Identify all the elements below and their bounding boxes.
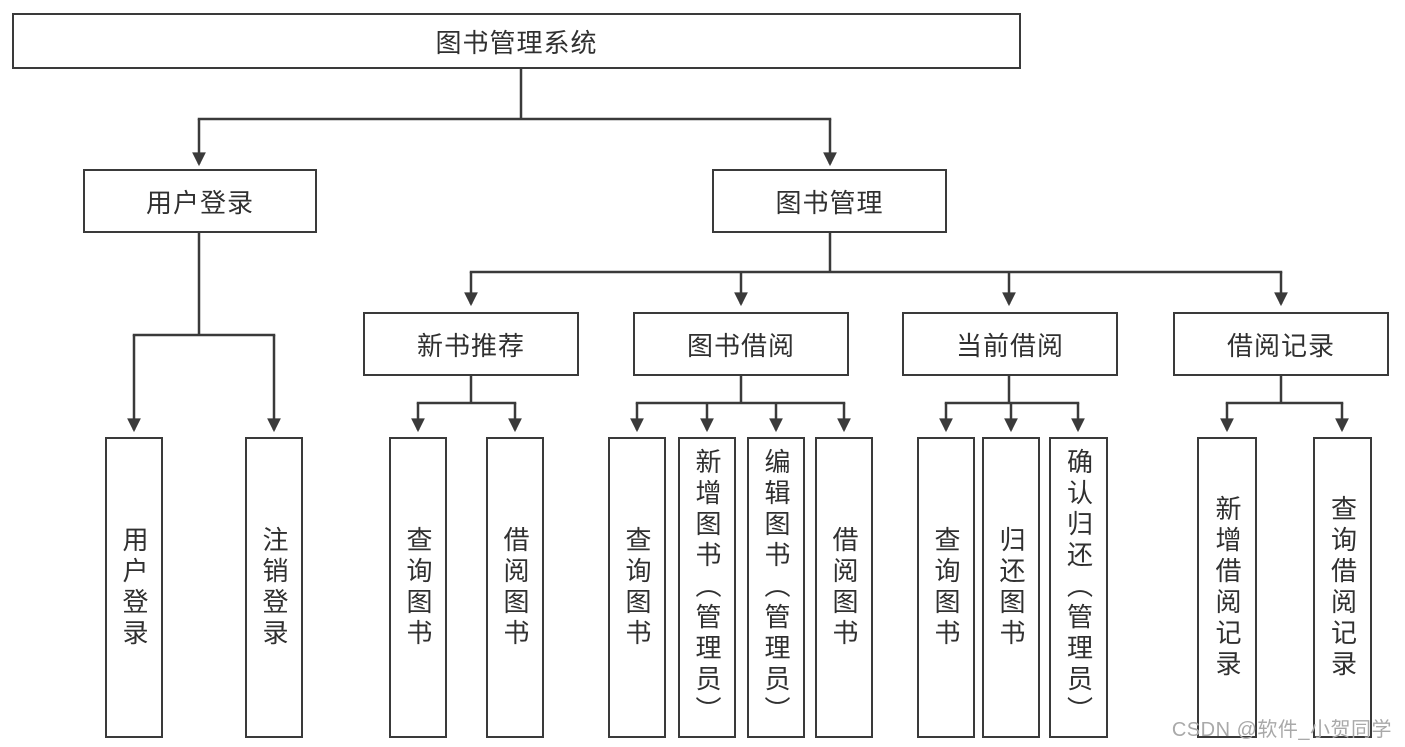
node-borrow-borrow-books: 借阅图书 (815, 437, 873, 738)
node-current-query-books: 查询图书 (917, 437, 975, 738)
node-records-query-record: 查询借阅记录 (1313, 437, 1372, 738)
node-recommend-query-books: 查询图书 (389, 437, 447, 738)
node-user-login-action: 用户登录 (105, 437, 163, 738)
node-borrowing-records: 借阅记录 (1173, 312, 1389, 376)
node-current-borrowing: 当前借阅 (902, 312, 1118, 376)
node-current-confirm-return-admin: 确认归还（管理员） (1049, 437, 1108, 738)
csdn-watermark: CSDN @软件_小贺同学 (1171, 719, 1392, 741)
node-borrow-edit-book-admin: 编辑图书（管理员） (747, 437, 805, 738)
node-borrow-query-books: 查询图书 (608, 437, 666, 738)
connector-group (127, 69, 1349, 433)
node-user-login: 用户登录 (83, 169, 317, 233)
node-logout-action: 注销登录 (245, 437, 303, 738)
node-current-return-book: 归还图书 (982, 437, 1040, 738)
node-book-management: 图书管理 (712, 169, 947, 233)
node-records-add-record: 新增借阅记录 (1197, 437, 1257, 738)
node-borrow-add-book-admin: 新增图书（管理员） (678, 437, 736, 738)
node-recommend-borrow-books: 借阅图书 (486, 437, 544, 738)
node-library-system: 图书管理系统 (12, 13, 1021, 69)
node-book-borrowing: 图书借阅 (633, 312, 849, 376)
node-new-book-recommend: 新书推荐 (363, 312, 579, 376)
